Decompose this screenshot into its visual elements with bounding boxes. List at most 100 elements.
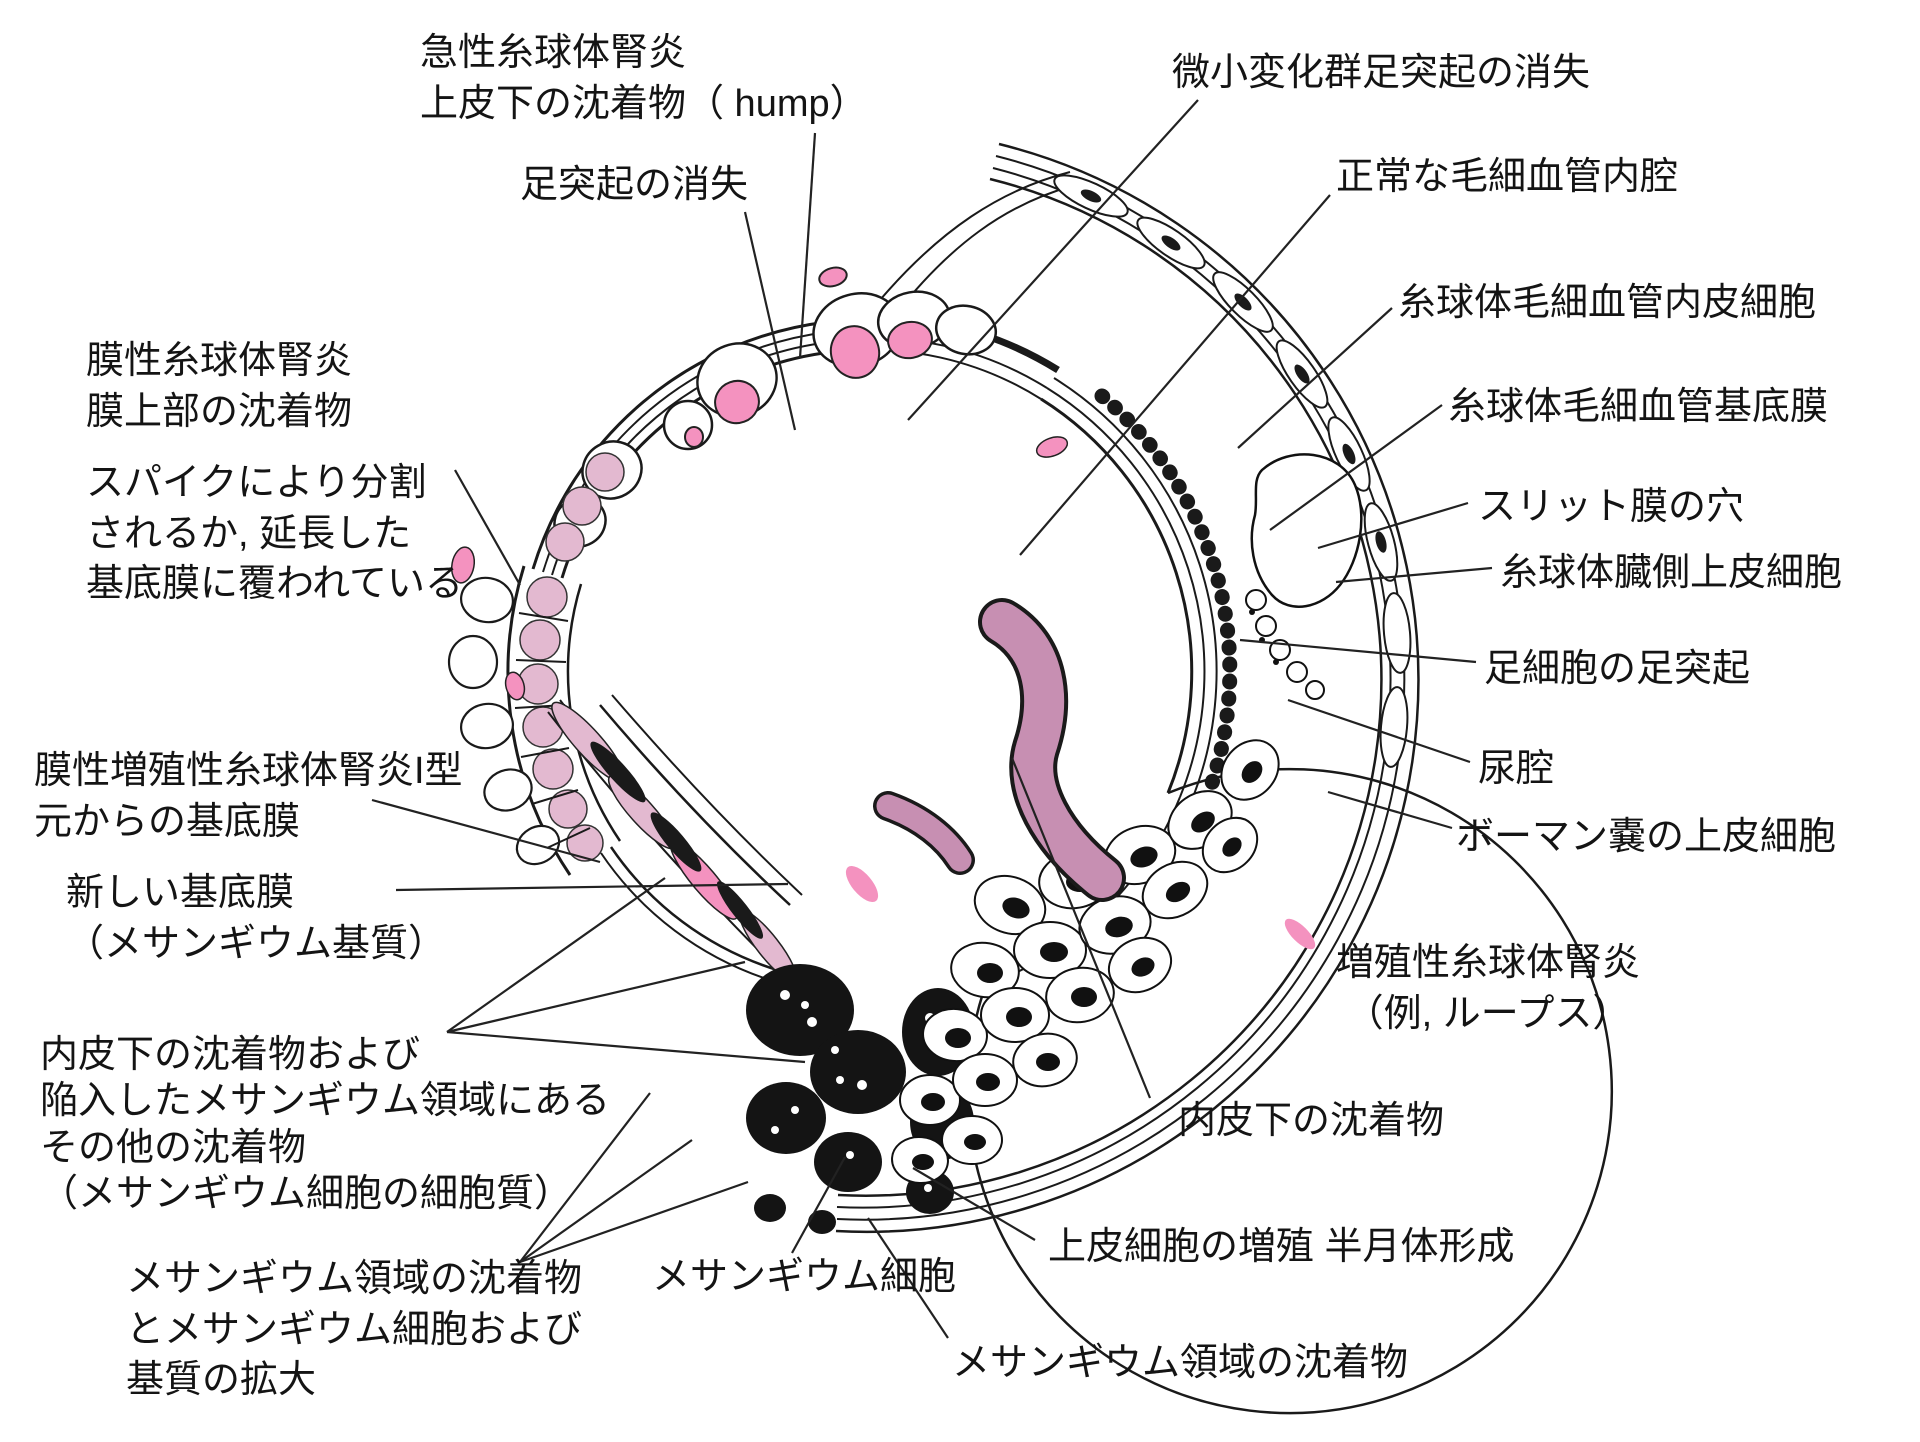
label-subendothelial-right: 内皮下の沈着物 [1178,1096,1444,1147]
label-line: 足突起の消失 [520,164,749,206]
mesangial-cytoplasm [716,881,764,939]
leader-visceral-epithelium [1335,566,1493,584]
label-new-bm: 新しい基底膜 （メサンギウム基質） [66,868,446,969]
label-line: 上皮下の沈着物（ hump） [420,82,868,125]
pink-deposit [450,546,476,584]
label-line: （例, ループス） [1345,992,1631,1035]
label-mesangial-expansion: メサンギウム領域の沈着物 とメサンギウム細胞および 基質の拡大 [126,1254,582,1406]
label-line: 尿腔 [1478,748,1555,790]
label-line: スリット膜の穴 [1478,486,1745,528]
leader-new-bm [395,882,789,892]
label-membranous-gn: 膜性糸球体腎炎 膜上部の沈着物 [86,336,352,437]
podocyte-body [1250,453,1363,608]
leader-mesangial-deposit-right [867,1217,949,1339]
label-line: （メサンギウム基質） [66,922,447,965]
label-line: 上皮細胞の増殖 半月体形成 [1048,1226,1515,1268]
label-line: 基質の拡大 [126,1359,317,1402]
cell-nuclei [912,761,1263,1170]
subendothelial-mauve-deposits [845,598,1316,950]
hump-deposit [829,325,881,379]
new-basement-membrane [599,704,791,906]
label-line: とメサンギウム細胞および [126,1308,583,1351]
label-line: 足細胞の足突起 [1484,648,1751,690]
leader-subendothelial-right [1010,757,1152,1099]
hump-deposit [714,379,760,425]
label-line: その他の沈着物 [40,1126,307,1169]
leader-podocyte-fp [1239,638,1477,664]
label-line: 急性糸球体腎炎 [420,32,687,74]
hump-deposit [684,426,704,448]
leader-endothelium [1237,307,1393,449]
leader-bowman [1327,790,1453,830]
label-line: （メサンギウム細胞の細胞質） [40,1173,573,1216]
mesangial-cytoplasm [650,812,702,872]
pink-deposit [1035,436,1069,458]
label-line: 陥入したメサンギウム領域にある [40,1080,611,1123]
leader-expansion-3 [519,1180,749,1264]
label-bowman-epithelium: ボーマン嚢の上皮細胞 [1456,812,1836,863]
leader-subendo-left-1 [446,877,666,1033]
bowman-capsule-cells [1053,174,1412,768]
label-spikes: スパイクにより分割 されるか, 延長した 基底膜に覆われている [86,458,463,610]
label-line: メサンギウム領域の沈着物 [952,1342,1409,1384]
label-line: ボーマン嚢の上皮細胞 [1456,816,1837,858]
leader-minimal-change [907,99,1199,421]
label-line: 膜性増殖性糸球体腎炎I型 [34,750,463,792]
label-urinary-space: 尿腔 [1478,744,1554,795]
label-line: メサンギウム領域の沈着物 [126,1258,583,1300]
pink-deposit [504,671,526,701]
label-line: 糸球体毛細血管基底膜 [1448,386,1829,428]
label-line: 新しい基底膜 [66,872,295,914]
label-minimal-change: 微小変化群足突起の消失 [1172,48,1590,99]
leader-expansion-2 [519,1139,693,1263]
foot-process-scallops [1094,388,1238,791]
label-line: 糸球体毛細血管内皮細胞 [1398,282,1817,324]
label-podocyte-fp: 足細胞の足突起 [1484,644,1750,695]
acute-gn-humps [553,266,998,548]
hump-deposit [818,266,848,288]
large-subendothelial-deposit [982,602,1122,898]
leader-hump [798,132,817,359]
leader-subendo-left-3 [446,1030,806,1064]
leader-urinary-space [1287,698,1471,764]
label-foot-process-loss: 足突起の消失 [520,160,748,211]
label-line: 元からの基底膜 [34,800,301,843]
leader-normal-lumen [1019,194,1331,556]
label-line: メサンギウム細胞 [652,1256,957,1298]
leader-subendo-left-2 [446,960,746,1034]
mpgn-interposition [547,694,803,983]
label-line: 正常な毛細血管内腔 [1336,156,1679,198]
leader-mesangial-cell [791,1156,846,1254]
label-line: 膜性糸球体腎炎 [86,340,353,382]
label-subendo-mesangial: 内皮下の沈着物および 陥入したメサンギウム領域にある その他の沈着物 （メサンギ… [40,1032,610,1217]
label-gbm: 糸球体毛細血管基底膜 [1448,382,1828,433]
label-endothelium: 糸球体毛細血管内皮細胞 [1398,278,1816,329]
leader-gbm [1269,404,1443,531]
label-slit-pore: スリット膜の穴 [1478,482,1744,533]
hump-deposit [887,320,933,360]
original-basement-membrane [611,694,803,896]
label-line: 糸球体臓側上皮細胞 [1500,552,1843,594]
label-crescent: 上皮細胞の増殖 半月体形成 [1048,1222,1515,1273]
label-line: 微小変化群足突起の消失 [1172,52,1591,94]
label-proliferative-gn: 増殖性糸球体腎炎 （例, ループス） [1336,938,1640,1039]
subendothelial-deposit [876,794,972,872]
label-line: 内皮下の沈着物および [40,1034,421,1076]
proliferative-cells [891,739,1280,1185]
label-line: 増殖性糸球体腎炎 [1336,942,1641,984]
mesangial-cytoplasm [590,741,646,803]
podocyte-foot-processes [1245,589,1325,700]
label-line: 基底膜に覆われている [86,563,463,606]
pink-deposit [1284,918,1316,950]
leader-mpgn [371,798,601,864]
podocyte [1035,436,1363,700]
label-mesangial-deposit-right: メサンギウム領域の沈着物 [952,1338,1408,1389]
pink-deposit [845,865,879,903]
leader-expansion-1 [519,1092,651,1263]
label-normal-lumen: 正常な毛細血管内腔 [1336,152,1678,203]
leader-crescent [912,1167,1036,1241]
leader-spikes [454,469,521,586]
label-mpgn-type1: 膜性増殖性糸球体腎炎I型 元からの基底膜 [34,746,463,847]
leader-foot-process-loss [743,211,797,431]
